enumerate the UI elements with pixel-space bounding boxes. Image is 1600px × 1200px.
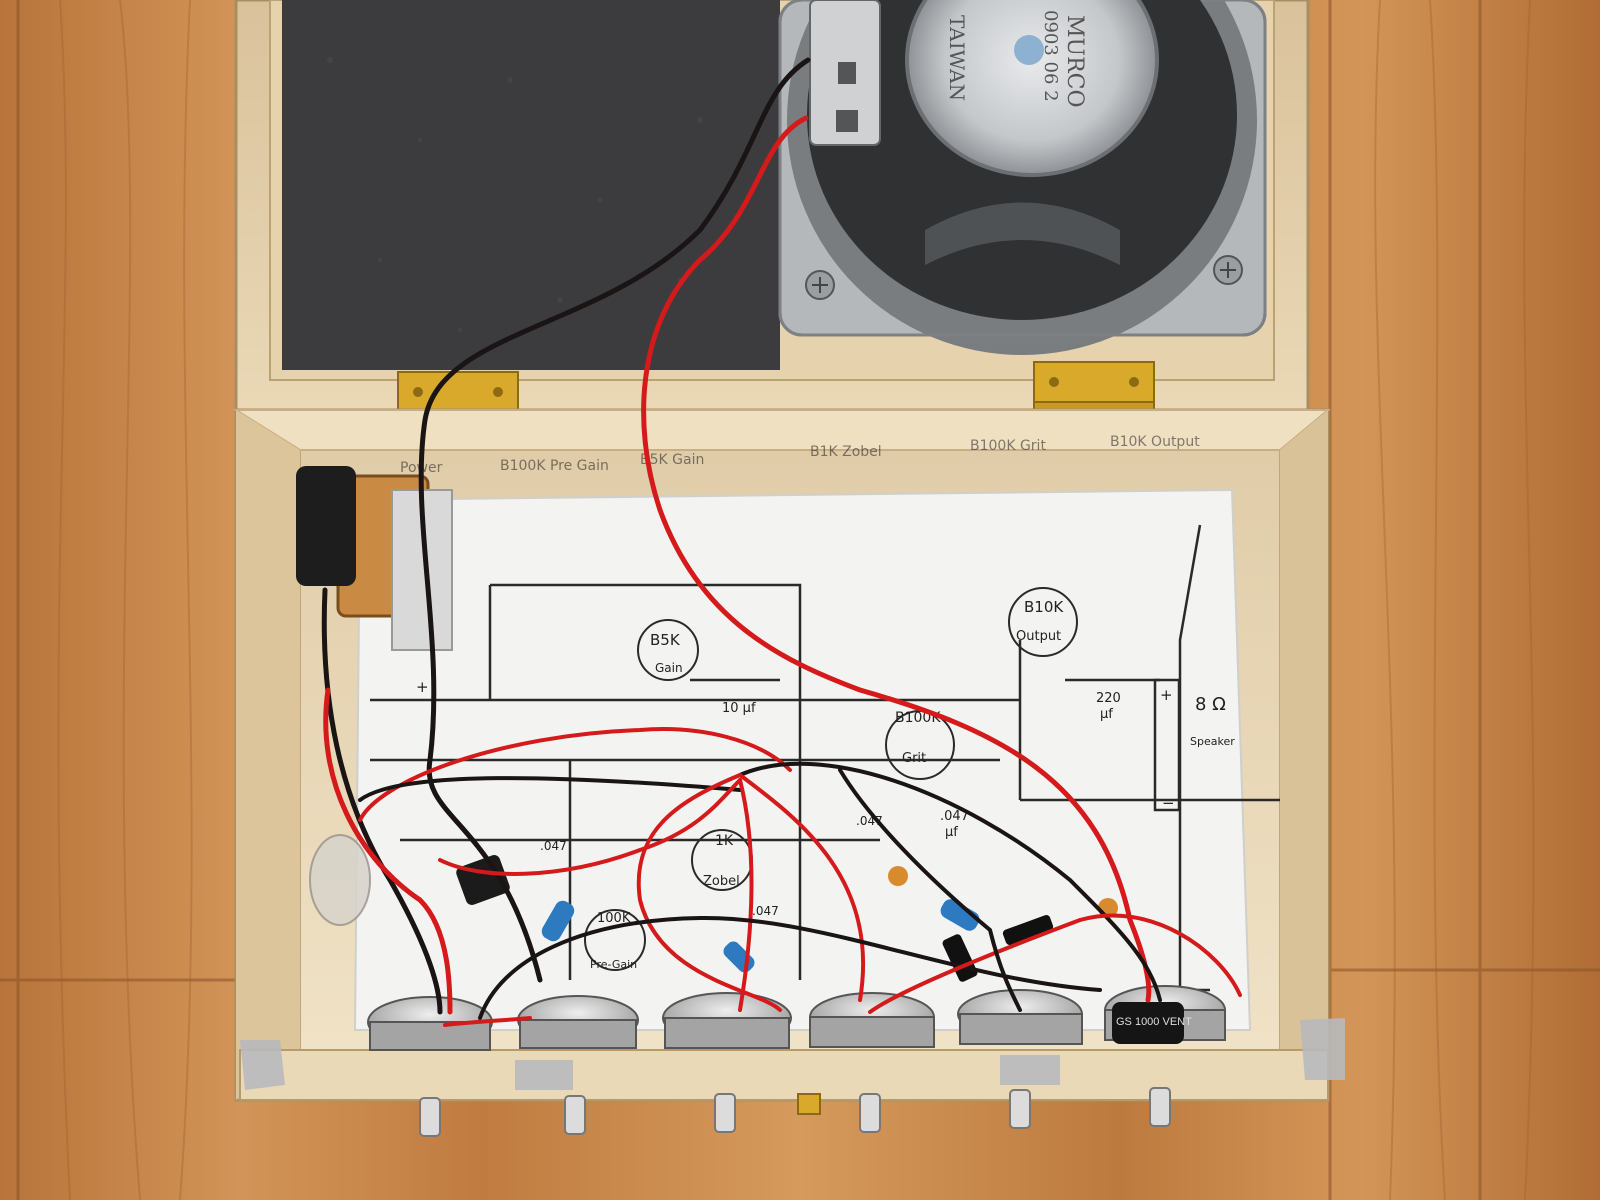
small-components [309,834,1118,982]
edge-label-4: B1K Zobel [810,444,882,460]
pot-5 [957,989,1083,1045]
sch-cap-220uf: 220 [1096,691,1121,706]
sch-cap-047-a-unit: µf [945,825,958,840]
sch-cap-047-c: .047 [752,904,779,918]
sch-plus: + [1160,686,1173,704]
sch-pot-b5k [637,619,699,681]
pot-2 [517,995,639,1049]
pot-3 [662,992,792,1049]
tape-pieces [240,1018,1345,1090]
pot-1 [367,996,493,1051]
sch-1k-value: 1K [715,833,734,849]
speaker-magnet [905,0,1159,177]
sch-cap-047-a: .047 [940,809,969,824]
sch-pot-b10k [1008,587,1078,657]
sch-cap-plus: + [416,678,429,696]
speaker-brand: MURCO [1062,15,1087,108]
edge-label-6: B10K Output [1110,434,1200,450]
schematic-paper: B5K Gain B10K Output B100K Grit 1K Zobel… [353,488,1280,1031]
speaker: MURCO 0903 06 2 TAIWAN [778,0,1267,355]
sch-pot-100k-pre [584,909,646,971]
sch-minus: − [1162,794,1175,812]
edge-label-5: B100K Grit [970,438,1046,454]
edge-label-3: B5K Gain [640,452,704,468]
sch-speaker-label: Speaker [1190,735,1235,748]
pot-4 [809,992,935,1048]
speaker-origin: TAIWAN [945,15,969,101]
sch-cap-047-b: .047 [540,839,567,853]
edge-labels: Power B100K Pre Gain B5K Gain B1K Zobel … [400,434,1200,476]
felt-pad [282,0,780,370]
speaker-code: 0903 06 2 [1040,10,1061,102]
speaker-dustcap [1014,35,1044,65]
floor-grain [57,0,1535,1200]
sch-b5k-label: Gain [655,661,683,675]
sch-cap-220uf-unit: µf [1100,707,1113,722]
sch-100k-value: 100K [597,911,631,926]
sch-100k-label: Pre-Gain [590,958,637,971]
sch-b100k-label: Grit [902,751,926,766]
sch-cap-10uf: 10 µf [722,701,756,716]
sch-1k-label: Zobel [703,874,740,889]
battery-9v [296,466,453,651]
wires [321,57,1242,1027]
sch-ohms: 8 Ω [1195,694,1226,715]
electrolytic-cap: GS 1000 VENT [1112,1002,1192,1044]
cap-label: GS 1000 VENT [1116,1016,1192,1028]
sch-b10k-label: Output [1016,629,1061,644]
edge-label-2: B100K Pre Gain [500,458,609,474]
front-shafts [419,1087,1171,1137]
sch-b10k-value: B10K [1024,598,1064,616]
sch-b5k-value: B5K [650,631,681,649]
